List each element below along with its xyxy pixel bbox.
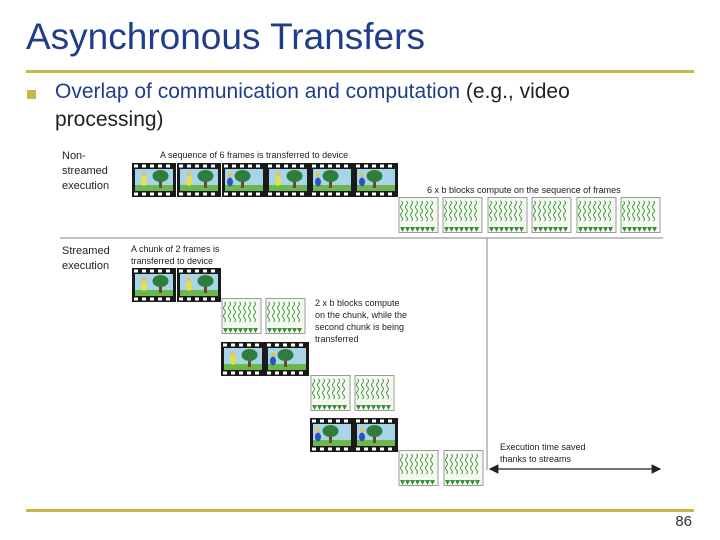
streamed-compute-2 <box>310 375 395 411</box>
thread-block-icon <box>576 197 617 233</box>
thread-block-icon <box>398 197 439 233</box>
title-underline <box>26 70 694 73</box>
thread-block-icon <box>442 197 483 233</box>
thread-block-icon <box>398 450 439 486</box>
thread-block-icon <box>221 298 262 334</box>
film-frame <box>177 268 221 302</box>
film-frame <box>310 418 354 452</box>
non-streamed-label: Non- streamed execution <box>62 150 109 192</box>
bullet-square-icon <box>27 90 36 99</box>
bullet-paren-text: (e.g., video processing) <box>55 80 570 131</box>
slide-title: Asynchronous Transfers <box>26 16 425 57</box>
film-frame <box>177 163 221 197</box>
non-streamed-label-line3: execution <box>62 180 109 192</box>
non-streamed-compute-caption: 6 x b blocks compute on the sequence of … <box>427 185 621 195</box>
thread-block-icon <box>310 375 351 411</box>
film-frame <box>132 163 176 197</box>
non-streamed-transfer-caption: A sequence of 6 frames is transferred to… <box>160 150 348 160</box>
bullet-main-text: Overlap of communication and computation <box>55 80 461 103</box>
streamed-chunk-3 <box>310 418 398 452</box>
time-saved-caption: Execution time saved thanks to streams <box>500 442 586 464</box>
time-saved-caption-line1: Execution time saved <box>500 442 586 452</box>
page-number: 86 <box>675 513 692 530</box>
film-frame <box>265 342 309 376</box>
film-frame <box>266 163 310 197</box>
non-streamed-frames <box>132 163 398 197</box>
streamed-transfer-caption-line2: transferred to device <box>131 256 213 266</box>
streamed-compute-caption-line1: 2 x b blocks compute <box>315 298 400 308</box>
non-streamed-label-line1: Non- <box>62 150 86 162</box>
streamed-compute-1 <box>221 298 306 334</box>
thread-block-icon <box>531 197 572 233</box>
film-frame <box>221 342 265 376</box>
bullet-text: Overlap of communication and computation… <box>55 78 675 134</box>
streamed-label: Streamed execution <box>62 245 110 272</box>
streamed-compute-caption-line3: second chunk is being <box>315 322 404 332</box>
thread-block-icon <box>620 197 661 233</box>
streamed-label-line1: Streamed <box>62 245 110 257</box>
time-saved-caption-line2: thanks to streams <box>500 454 572 464</box>
thread-block-icon <box>354 375 395 411</box>
streamed-chunk-1 <box>132 268 221 302</box>
streamed-compute-caption-line4: transferred <box>315 334 359 344</box>
thread-block-icon <box>443 450 484 486</box>
thread-block-icon <box>265 298 306 334</box>
film-frame <box>222 163 266 197</box>
film-frame <box>132 268 176 302</box>
non-streamed-label-line2: streamed <box>62 165 108 177</box>
streamed-compute-caption: 2 x b blocks compute on the chunk, while… <box>315 298 407 344</box>
streamed-chunk-2 <box>221 342 309 376</box>
streamed-compute-caption-line2: on the chunk, while the <box>315 310 407 320</box>
streamed-transfer-caption-line1: A chunk of 2 frames is <box>131 244 220 254</box>
film-frame <box>354 163 398 197</box>
streamed-label-line2: execution <box>62 260 109 272</box>
film-frame <box>354 418 398 452</box>
film-frame <box>310 163 354 197</box>
non-streamed-compute-blocks <box>398 197 661 233</box>
footer-rule <box>26 509 694 512</box>
thread-block-icon <box>487 197 528 233</box>
streamed-compute-3 <box>398 450 484 486</box>
